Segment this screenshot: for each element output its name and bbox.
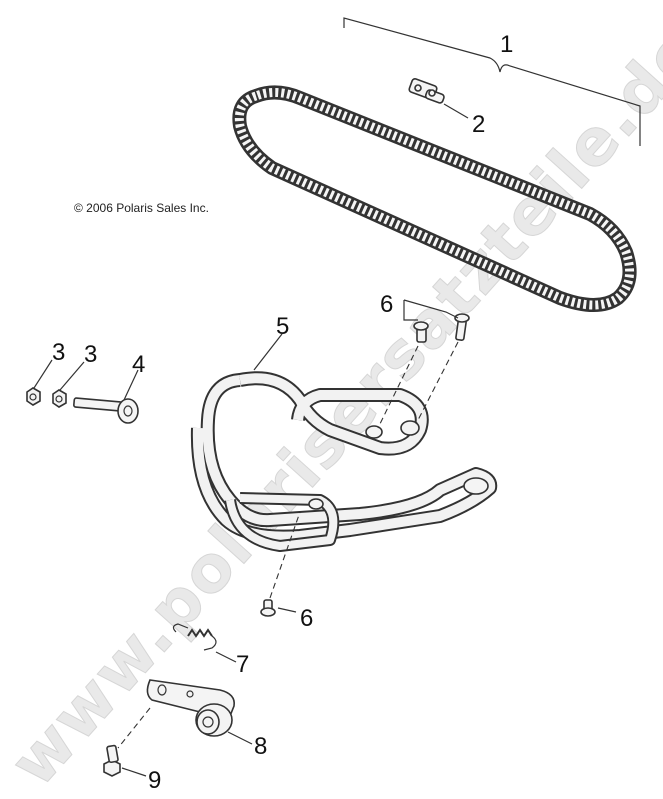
callout-6b: 6 (300, 605, 313, 632)
chain-guide: 5 (190, 313, 498, 552)
tensioner-spring: 7 (172, 623, 249, 678)
guide-bolt-lower: 6 (260, 511, 313, 632)
drive-chain (232, 85, 637, 312)
tensioner-bolt: 9 (103, 744, 161, 794)
callout-9: 9 (148, 767, 161, 794)
tensioner-assembly: 8 (117, 679, 267, 760)
master-link: 2 (408, 78, 485, 138)
nut-right: 3 (52, 341, 97, 408)
copyright-text: © 2006 Polaris Sales Inc. (74, 201, 209, 215)
callout-8: 8 (254, 733, 267, 760)
stud-with-washer: 4 (73, 351, 145, 424)
callout-3b: 3 (84, 341, 97, 368)
callout-6a: 6 (380, 291, 393, 318)
guide-bolts-upper: 6 (377, 291, 470, 429)
callout-7: 7 (236, 651, 249, 678)
callout-3a: 3 (52, 339, 65, 366)
nut-left: 3 (26, 339, 65, 406)
callout-4: 4 (132, 351, 145, 378)
callout-1: 1 (500, 31, 513, 58)
callout-2: 2 (472, 111, 485, 138)
chain-assembly-bracket: 1 (343, 17, 641, 146)
callout-5: 5 (276, 313, 289, 340)
